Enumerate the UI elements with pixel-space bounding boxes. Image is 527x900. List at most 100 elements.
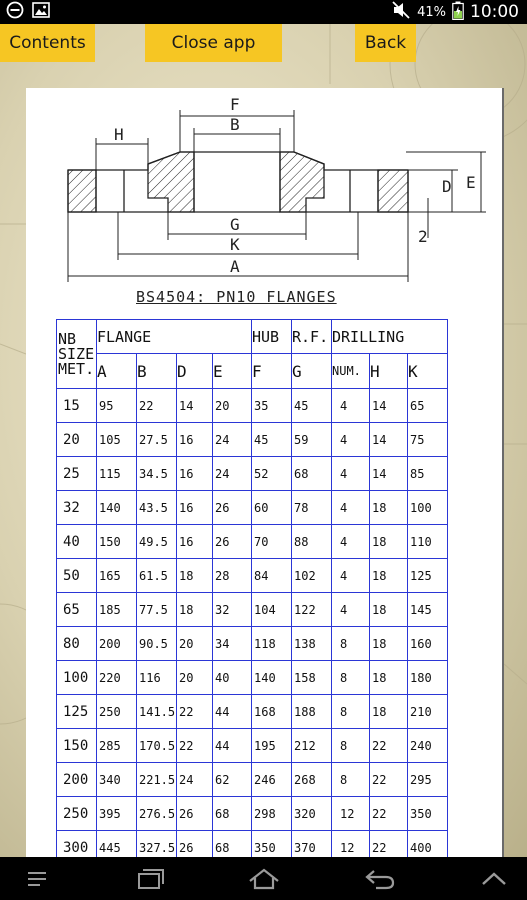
table-cell: 78 — [291, 490, 332, 525]
back-button[interactable]: Back — [355, 24, 416, 62]
dim-label-f: F — [230, 95, 240, 114]
nb-size-cell: 125 — [56, 694, 97, 729]
table-cell: 14 — [369, 422, 408, 457]
table-cell: 327.5 — [136, 830, 177, 857]
drawing-caption: BS4504: PN10 FLANGES — [136, 288, 337, 306]
table-cell: 122 — [291, 592, 332, 627]
table-cell: 52 — [251, 456, 292, 491]
drilling-group-header: DRILLING — [331, 319, 448, 354]
table-cell: 68 — [212, 830, 252, 857]
table-cell: 168 — [251, 694, 292, 729]
table-cell: 445 — [96, 830, 137, 857]
table-cell: 180 — [407, 660, 448, 695]
flange-drawing: F B H D E G K A 2 — [67, 95, 486, 282]
contents-button[interactable]: Contents — [0, 24, 95, 62]
table-cell: 49.5 — [136, 524, 177, 559]
table-cell: 18 — [369, 592, 408, 627]
table-cell: 165 — [96, 558, 137, 593]
table-cell: 22 — [369, 830, 408, 857]
table-cell: 212 — [291, 728, 332, 763]
table-cell: 34.5 — [136, 456, 177, 491]
table-cell: 170.5 — [136, 728, 177, 763]
table-cell: 20 — [176, 626, 213, 661]
table-cell: 60 — [251, 490, 292, 525]
table-cell: 100 — [407, 490, 448, 525]
table-cell: 221.5 — [136, 762, 177, 797]
home-icon[interactable] — [246, 867, 282, 891]
table-cell: 18 — [176, 558, 213, 593]
table-cell: 4 — [331, 388, 370, 423]
recent-apps-icon[interactable] — [136, 867, 166, 891]
nb-size-header: NB SIZE MET. — [56, 319, 97, 389]
table-cell: 105 — [96, 422, 137, 457]
chevron-up-icon[interactable] — [480, 869, 508, 889]
table-cell: 8 — [331, 626, 370, 661]
table-cell: 138 — [291, 626, 332, 661]
table-cell: 4 — [331, 592, 370, 627]
table-cell: 285 — [96, 728, 137, 763]
table-cell: 400 — [407, 830, 448, 857]
table-cell: 395 — [96, 796, 137, 831]
close-app-button[interactable]: Close app — [145, 24, 282, 62]
dim-label-h: H — [114, 125, 124, 144]
menu-icon[interactable] — [26, 869, 50, 889]
table-cell: 8 — [331, 728, 370, 763]
column-header-d: D — [176, 353, 213, 389]
table-cell: 276.5 — [136, 796, 177, 831]
table-cell: 14 — [369, 388, 408, 423]
dim-label-e: E — [466, 173, 476, 192]
table-cell: 27.5 — [136, 422, 177, 457]
clock: 10:00 — [470, 2, 519, 22]
table-cell: 185 — [96, 592, 137, 627]
table-cell: 14 — [176, 388, 213, 423]
table-cell: 62 — [212, 762, 252, 797]
table-cell: 22 — [369, 796, 408, 831]
table-cell: 8 — [331, 694, 370, 729]
nb-size-cell: 150 — [56, 728, 97, 763]
table-cell: 158 — [291, 660, 332, 695]
status-bar: 41% 10:00 — [0, 0, 527, 24]
table-cell: 188 — [291, 694, 332, 729]
table-cell: 22 — [369, 762, 408, 797]
table-cell: 68 — [291, 456, 332, 491]
table-cell: 4 — [331, 490, 370, 525]
nb-size-cell: 32 — [56, 490, 97, 525]
dim-label-a: A — [230, 257, 240, 276]
back-icon[interactable] — [364, 867, 396, 891]
table-cell: 32 — [212, 592, 252, 627]
table-cell: 26 — [212, 490, 252, 525]
table-cell: 12 — [331, 830, 370, 857]
table-cell: 90.5 — [136, 626, 177, 661]
table-cell: 370 — [291, 830, 332, 857]
column-header-h: H — [369, 353, 408, 389]
table-cell: 110 — [407, 524, 448, 559]
table-cell: 22 — [136, 388, 177, 423]
table-cell: 20 — [176, 660, 213, 695]
table-cell: 85 — [407, 456, 448, 491]
table-cell: 246 — [251, 762, 292, 797]
table-cell: 20 — [212, 388, 252, 423]
table-cell: 22 — [176, 728, 213, 763]
table-cell: 295 — [407, 762, 448, 797]
minus-circle-icon — [6, 1, 24, 23]
table-cell: 104 — [251, 592, 292, 627]
dim-label-2: 2 — [418, 227, 428, 246]
table-cell: 18 — [369, 660, 408, 695]
table-cell: 240 — [407, 728, 448, 763]
nb-size-cell: 25 — [56, 456, 97, 491]
table-cell: 44 — [212, 728, 252, 763]
battery-percent: 41% — [417, 4, 446, 20]
table-cell: 18 — [369, 558, 408, 593]
rf-group-header: R.F. — [291, 319, 332, 354]
mute-icon — [391, 1, 411, 23]
table-cell: 16 — [176, 456, 213, 491]
table-cell: 195 — [251, 728, 292, 763]
image-icon — [32, 2, 50, 22]
